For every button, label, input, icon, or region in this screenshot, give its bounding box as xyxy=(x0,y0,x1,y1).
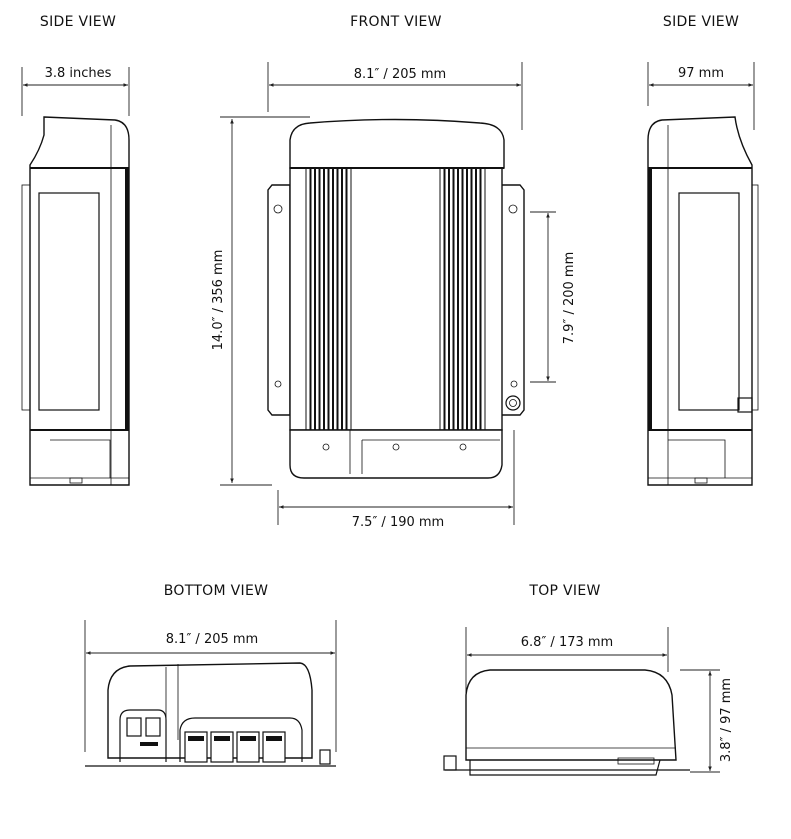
bottom-view-drawing: 8.1″ / 205 mm xyxy=(84,620,337,767)
terminal-screw xyxy=(188,736,204,741)
terminal-screw xyxy=(266,736,282,741)
top-view-drawing: 6.8″ / 173 mm 3.8″ / 97 mm xyxy=(443,627,734,776)
terminal-screw xyxy=(240,736,256,741)
front-width-label: 8.1″ / 205 mm xyxy=(354,67,446,82)
side-view-right-drawing: 97 mm xyxy=(647,62,759,486)
front-view-drawing: 8.1″ / 205 mm 14.0″ / 356 mm 7.5″ / 190 … xyxy=(211,62,577,530)
front-view-title: FRONT VIEW xyxy=(350,14,442,30)
bottom-view-title: BOTTOM VIEW xyxy=(164,583,268,599)
side-right-width-label: 97 mm xyxy=(678,66,724,81)
front-mount-height-label: 7.9″ / 200 mm xyxy=(562,252,577,344)
side-view-left-drawing: 3.8 inches xyxy=(21,66,130,486)
front-bottom-width-label: 7.5″ / 190 mm xyxy=(352,515,444,530)
top-width-label: 6.8″ / 173 mm xyxy=(521,635,613,650)
top-height-label: 3.8″ / 97 mm xyxy=(719,678,734,762)
bottom-width-label: 8.1″ / 205 mm xyxy=(166,632,258,647)
side-view-right-title: SIDE VIEW xyxy=(663,14,739,30)
terminal-screw xyxy=(214,736,230,741)
top-view-title: TOP VIEW xyxy=(528,583,600,599)
side-view-left-title: SIDE VIEW xyxy=(40,14,116,30)
front-height-label: 14.0″ / 356 mm xyxy=(211,250,226,351)
side-left-width-label: 3.8 inches xyxy=(45,66,112,81)
